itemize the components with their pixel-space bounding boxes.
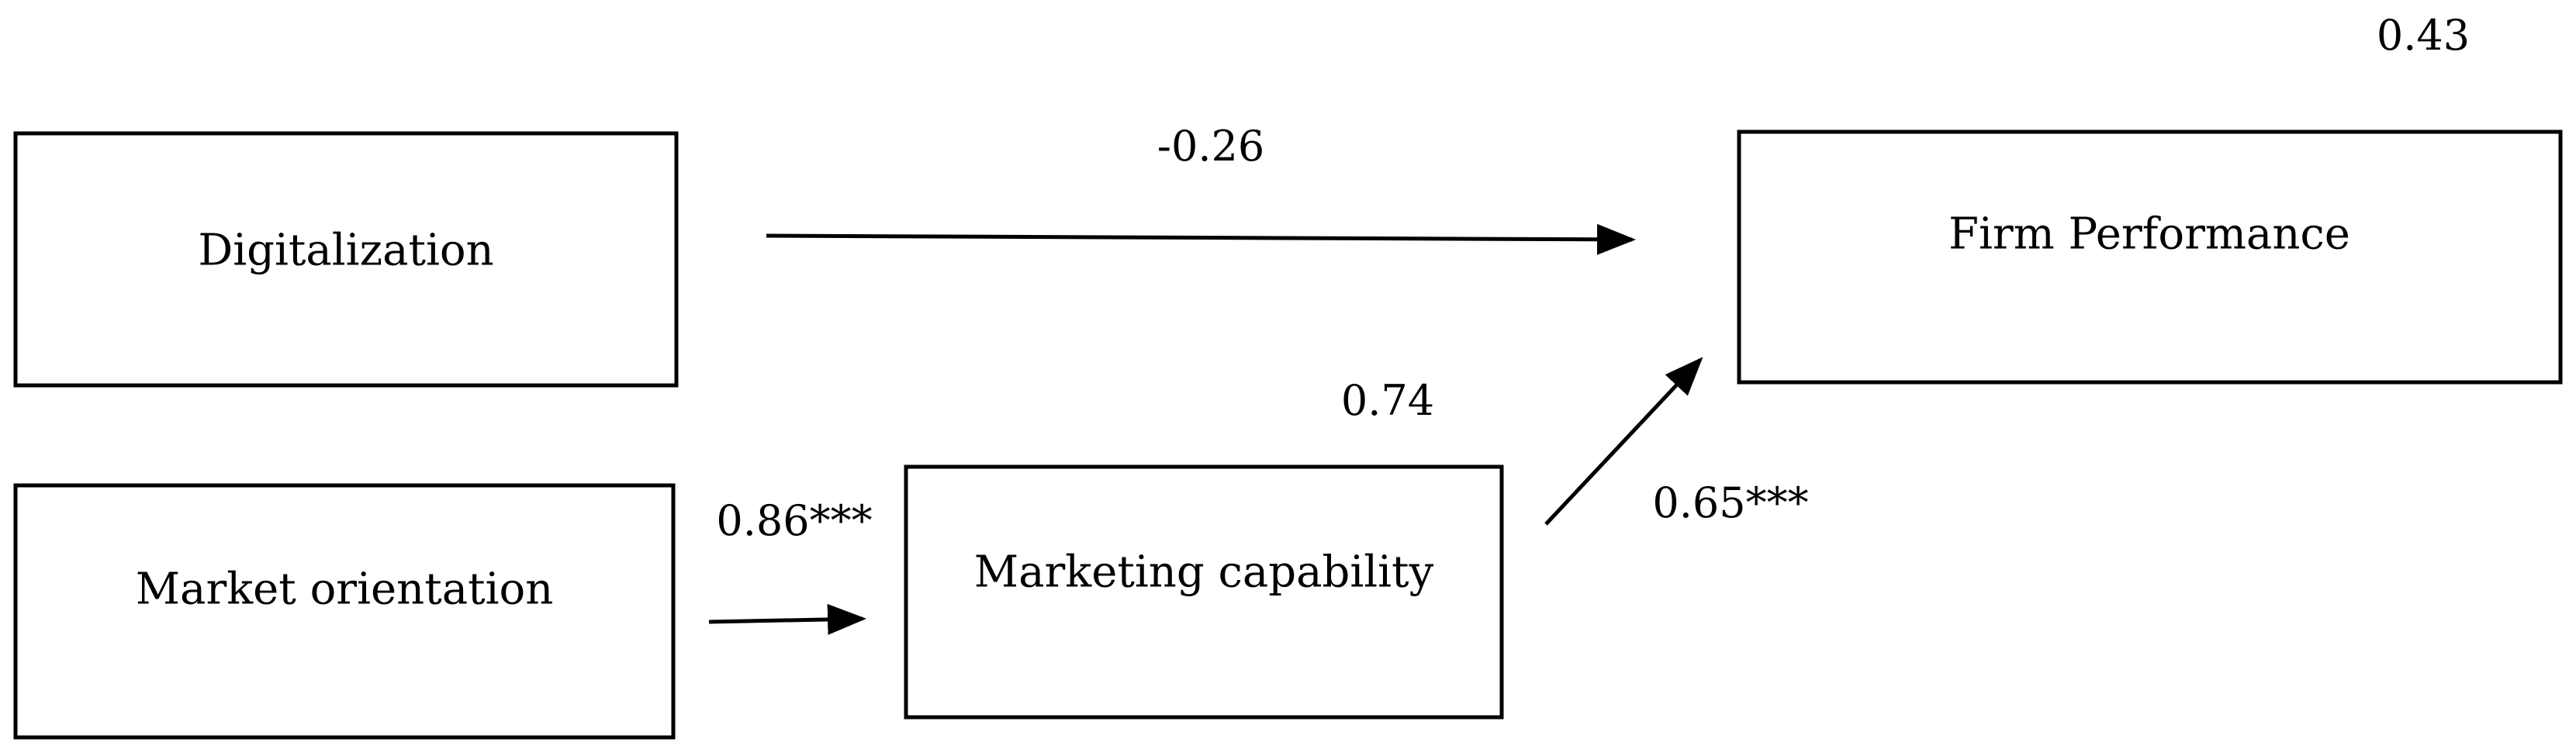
digitalization-box: Digitalization xyxy=(13,131,679,388)
r-squared-marketing-capability: 0.74 xyxy=(1341,376,1434,425)
arrow-digitalization-to-firm-performance xyxy=(766,223,1636,255)
firm-performance-label: Firm Performance xyxy=(1948,209,2350,260)
market-orientation-box: Market orientation xyxy=(13,483,676,740)
coefficient-market-orientation-to-marketing-capability: 0.86*** xyxy=(716,496,872,545)
market-orientation-label: Market orientation xyxy=(136,564,554,615)
arrow-market-orientation-to-marketing-capability xyxy=(708,603,866,635)
coefficient-digitalization-to-firm-performance: -0.26 xyxy=(1157,122,1264,171)
marketing-capability-label: Marketing capability xyxy=(974,547,1434,598)
digitalization-label: Digitalization xyxy=(198,226,493,276)
firm-performance-box: Firm Performance xyxy=(1737,129,2563,385)
coefficient-marketing-capability-to-firm-performance: 0.65*** xyxy=(1652,478,1808,527)
r-squared-firm-performance: 0.43 xyxy=(2377,11,2470,60)
arrow-marketing-capability-to-firm-performance xyxy=(1544,357,1703,526)
marketing-capability-box: Marketing capability xyxy=(904,464,1504,720)
